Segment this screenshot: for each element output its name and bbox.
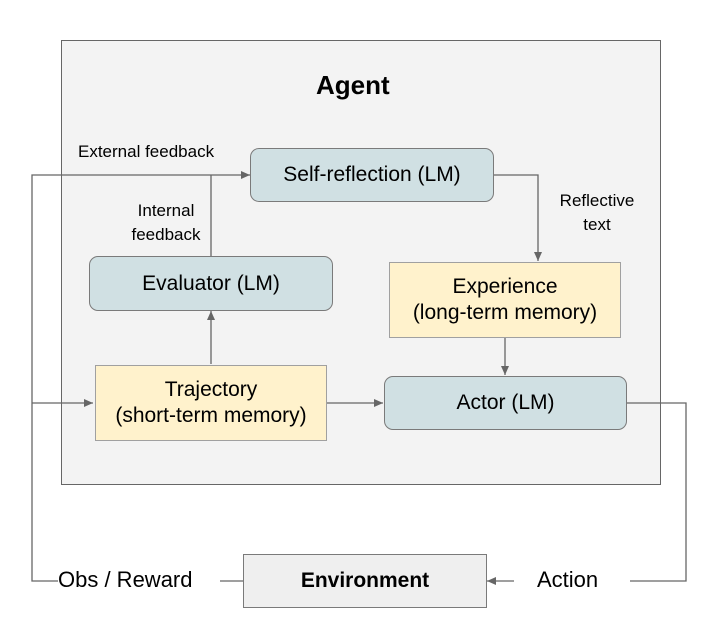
edge-self-reflection-to-experience — [494, 174, 542, 261]
edge-obs-to-external-feedback — [31, 171, 250, 582]
node-evaluator: Evaluator (LM) — [89, 256, 333, 311]
node-experience: Experience (long-term memory) — [389, 262, 621, 338]
node-trajectory-subtitle: (short-term memory) — [115, 404, 307, 427]
node-self-reflection: Self-reflection (LM) — [250, 148, 494, 202]
node-experience-title: Experience — [452, 275, 558, 298]
edge-label-reflective-text-line2: text — [583, 215, 611, 234]
node-environment-label: Environment — [300, 569, 430, 592]
node-trajectory-title: Trajectory — [164, 378, 258, 401]
agent-title: Agent — [316, 70, 390, 100]
node-self-reflection-label: Self-reflection (LM) — [283, 163, 461, 186]
edge-actor-to-action — [627, 402, 687, 582]
edge-label-obs-reward: Obs / Reward — [58, 567, 193, 592]
edge-label-reflective-text-line1: Reflective — [559, 191, 635, 210]
edge-label-external-feedback: External feedback — [78, 142, 215, 161]
edge-label-reflective-text: Reflective text — [552, 189, 642, 237]
node-actor-label: Actor (LM) — [456, 391, 555, 414]
edge-label-internal-feedback: Internal feedback — [128, 199, 204, 247]
node-actor: Actor (LM) — [384, 376, 627, 430]
edge-label-action: Action — [537, 567, 599, 592]
node-evaluator-label: Evaluator (LM) — [142, 271, 280, 295]
edge-label-internal-feedback-line2: feedback — [131, 225, 201, 244]
node-environment: Environment — [243, 554, 487, 608]
node-experience-subtitle: (long-term memory) — [412, 301, 598, 324]
edge-label-internal-feedback-line1: Internal — [137, 201, 195, 220]
node-trajectory: Trajectory (short-term memory) — [95, 365, 327, 441]
